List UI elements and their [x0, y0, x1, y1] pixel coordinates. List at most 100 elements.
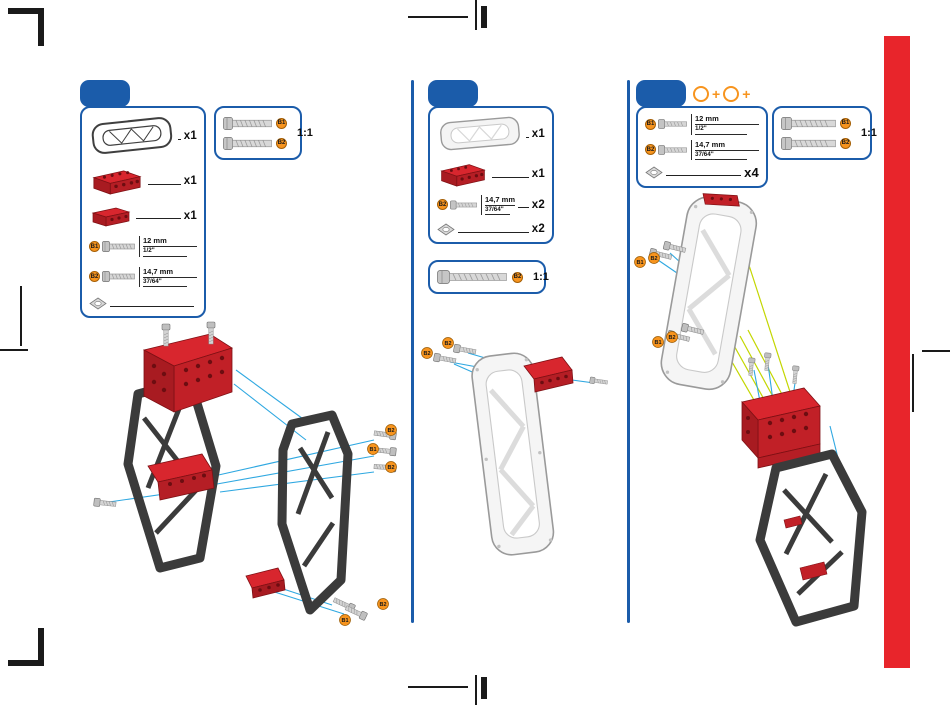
svg-text:B2: B2 — [379, 602, 386, 608]
scale-label: 1:1 — [861, 127, 877, 139]
bolt-row: B2 14,7 mm 37/64" — [89, 266, 197, 288]
red-bracket — [142, 333, 233, 413]
svg-text:B2: B2 — [387, 465, 394, 471]
bolt-dimensions: 14,7 mm 37/64" — [691, 139, 759, 161]
bolt-icon — [658, 145, 687, 155]
bolt-actual-size-icon — [781, 116, 836, 130]
bolt-badge: B1 — [89, 241, 100, 253]
red-plate-mid — [147, 453, 215, 501]
leader-line — [518, 207, 529, 209]
bolt-dimensions: 12 mm 1/2" — [691, 114, 759, 135]
assembly-diagram-3: B1 B2 B1 B2 — [634, 193, 867, 627]
part-row: x1 — [89, 205, 197, 227]
plus-icon: + — [712, 86, 721, 102]
red-accents — [783, 515, 828, 581]
leader-line — [526, 136, 529, 138]
svg-text:B2: B2 — [444, 341, 451, 347]
plus-icon: + — [742, 86, 751, 102]
svg-text:B2: B2 — [668, 335, 675, 341]
assembly-3: B1 B2 B1 B2 — [634, 190, 884, 643]
bolt-badge: B2 — [276, 137, 287, 149]
scale-label: 1:1 — [297, 127, 313, 139]
plate-red-large-icon — [440, 164, 486, 187]
plate-red-small-icon — [91, 207, 131, 226]
bolt-badge: B2 — [512, 271, 523, 283]
frame-light — [660, 193, 758, 391]
subassembly-circle-icon — [693, 86, 709, 102]
part-row: x1 — [89, 114, 197, 158]
red-sub-assembly — [741, 387, 821, 469]
frame-dark-icon — [91, 117, 173, 154]
assembly-1: B2 B1 B2 B1 B2 — [86, 318, 406, 639]
assembly-diagram-2: B2 B2 — [421, 337, 609, 556]
crop-mark-top-left-h — [8, 8, 44, 14]
frame-dark-right — [277, 410, 353, 615]
svg-text:B1: B1 — [369, 447, 376, 453]
bolt-icon — [658, 119, 687, 130]
washer-icon — [437, 223, 455, 236]
crop-mark-right-middle-h — [922, 350, 950, 352]
bolt-icon — [450, 200, 478, 210]
scale-label: 1:1 — [533, 271, 549, 283]
qty-label: x1 — [183, 209, 197, 222]
bolt-actual-size-icon — [223, 136, 272, 150]
frame-dark-right-braces — [295, 431, 336, 568]
red-plate-small-bottom — [245, 567, 286, 599]
crop-mark-bottom-center-v — [475, 675, 477, 705]
bolt-actual-size-icon — [437, 270, 507, 284]
bolt-row: B1 12 mm 1/2" — [89, 236, 197, 257]
crop-mark-top-center-v — [475, 0, 477, 30]
crop-mark-bottom-center-h — [408, 686, 468, 688]
plate-red-large-icon — [92, 170, 142, 195]
bolt-actual-size-icon — [223, 116, 272, 130]
frame-light-icon — [440, 116, 520, 151]
bolt-badge: B2 — [89, 271, 100, 283]
bolt-badges: B2 B1 B2 B1 B2 — [339, 424, 397, 626]
parts-box-1: x1 x1 — [80, 106, 206, 318]
washer-row: x2 — [437, 223, 545, 236]
leader-line — [458, 231, 529, 233]
washer-row — [89, 297, 197, 310]
scale-box-3: B1 B2 1:1 — [772, 106, 877, 160]
panel-divider-2 — [627, 80, 630, 623]
bolt-row: B2 14,7 mm 37/64" x2 — [437, 194, 545, 216]
leader-line — [110, 306, 194, 307]
washer-icon — [89, 297, 107, 310]
panel-divider-1 — [411, 80, 414, 623]
bolt-badge: B2 — [645, 144, 656, 156]
crop-mark-bottom-left-v — [38, 628, 44, 666]
combine-subassemblies: + + — [693, 86, 750, 102]
bolt-badges: B2 B2 — [421, 337, 454, 359]
parts-box-2: x1 x1 B2 — [428, 106, 554, 244]
bolt-icon — [102, 271, 135, 283]
assembly-diagram-1: B2 B1 B2 B1 B2 — [93, 321, 397, 626]
svg-text:B1: B1 — [636, 260, 643, 266]
bolt-badges: B1 B2 B1 B2 — [634, 252, 678, 348]
leader-line — [666, 175, 742, 176]
crop-mark-top-center-bar — [481, 6, 487, 28]
svg-text:B2: B2 — [650, 256, 657, 262]
bolt-dimensions: 14,7 mm 37/64" — [139, 266, 197, 288]
qty-label: x1 — [531, 128, 545, 140]
leader-line — [136, 218, 181, 219]
leader-line — [178, 138, 181, 140]
bolt-badge: B1 — [840, 117, 851, 129]
qty-label: x1 — [531, 168, 545, 181]
set-qty-label: x4 — [744, 165, 759, 180]
step-tab-1 — [80, 80, 130, 107]
frame-light — [471, 352, 555, 556]
washer-icon — [645, 166, 663, 179]
bolt-actual-size-icon — [781, 136, 836, 150]
crop-mark-bottom-left-h — [8, 660, 44, 666]
bolt-badge: B2 — [437, 199, 448, 211]
svg-text:B2: B2 — [423, 351, 430, 357]
crop-mark-left-middle-h — [0, 349, 28, 351]
leader-line — [492, 176, 529, 178]
bolt-badge: B1 — [276, 117, 287, 129]
bolt-badge: B2 — [840, 137, 851, 149]
crop-mark-left-middle-v — [20, 286, 22, 346]
assembly-2: B2 B2 — [420, 336, 620, 586]
qty-label: x1 — [183, 130, 197, 142]
leader-line — [148, 183, 181, 185]
qty-label: x1 — [183, 175, 197, 188]
